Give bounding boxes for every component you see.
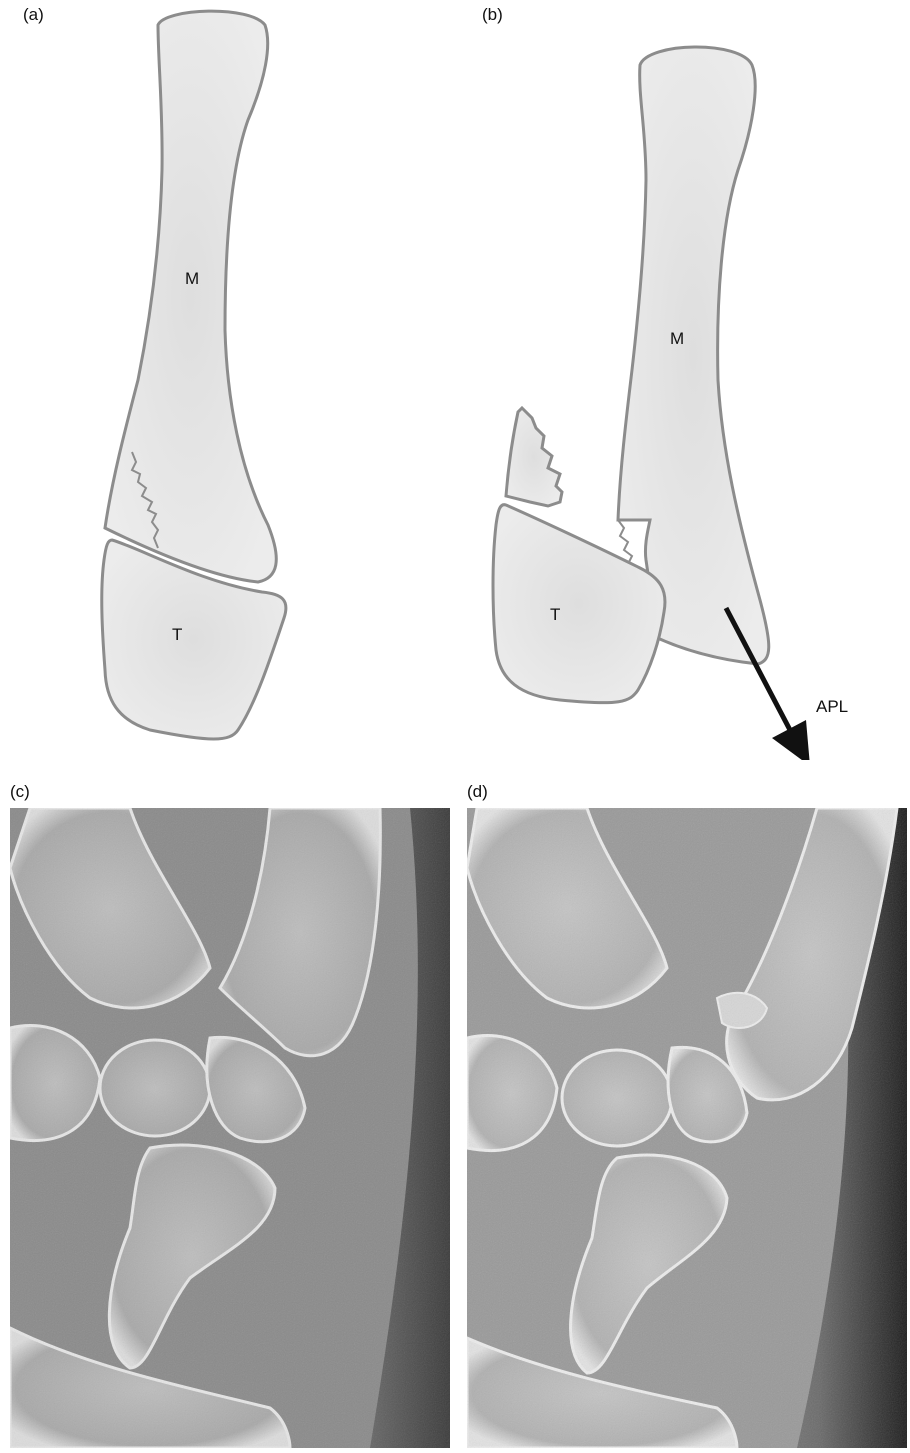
trapezium-b-label: T <box>550 605 560 624</box>
apl-arrow-head <box>772 720 810 760</box>
metacarpal-a-shape <box>105 11 276 582</box>
panel-c-label: (c) <box>10 782 30 802</box>
trapezium-a-label: T <box>172 625 182 644</box>
apl-label: APL <box>816 697 848 716</box>
fragment-b-shape <box>506 408 562 506</box>
xray-c <box>10 808 450 1448</box>
trapezium-b-shape <box>493 505 665 703</box>
panel-b-label: (b) <box>482 5 503 25</box>
metacarpal-a-label: M <box>185 269 199 288</box>
metacarpal-b-label: M <box>670 329 684 348</box>
panel-d-label: (d) <box>467 782 488 802</box>
xray-d <box>467 808 907 1448</box>
diagram-a: M T M T APL <box>0 0 910 760</box>
